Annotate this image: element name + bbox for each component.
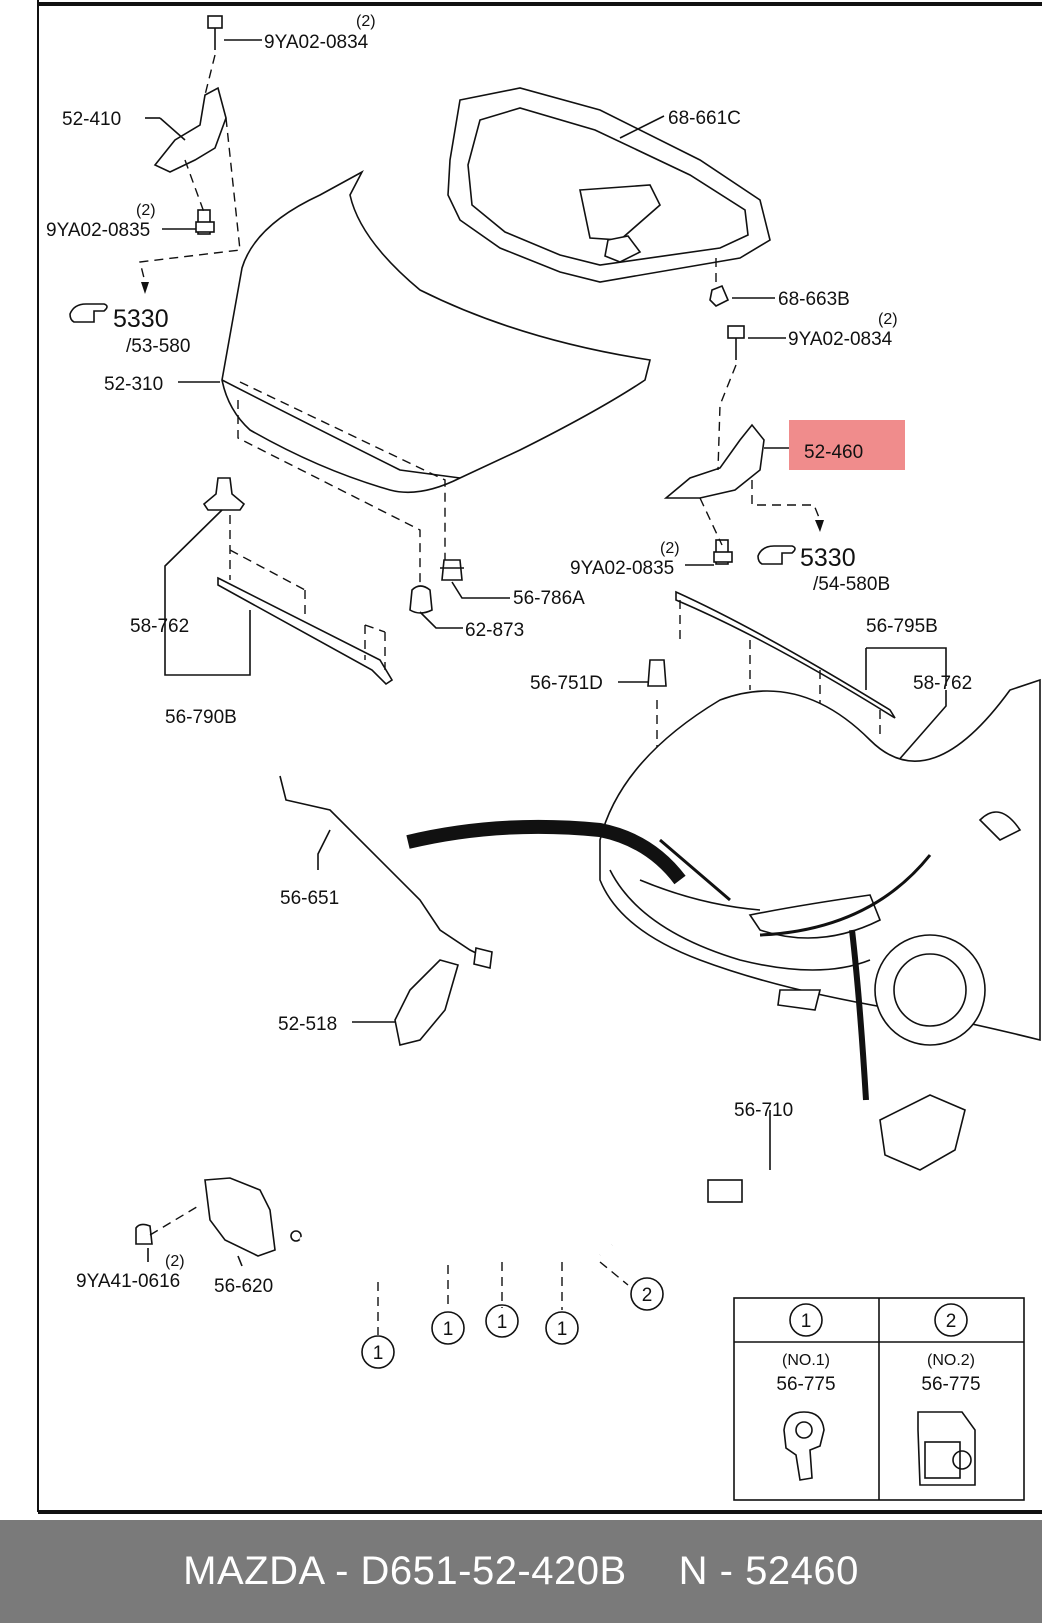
car-front xyxy=(599,678,1041,1046)
part-label-clip-left: 58-762 xyxy=(130,616,189,637)
cable-group xyxy=(290,1094,966,1335)
cable-routing-line-left xyxy=(406,819,686,885)
part-label-cable: 56-710 xyxy=(734,1100,793,1121)
footer-ref-number: N - 52460 xyxy=(678,1549,859,1593)
legend-col1-name: (NO.1) xyxy=(782,1352,830,1369)
qty-label: (2) xyxy=(136,202,156,219)
callout-circle xyxy=(789,1303,823,1337)
part-label-bolt-top: 9YA02-0834 xyxy=(264,32,369,53)
ref-label-left: 5330 xyxy=(113,305,169,333)
legend-col2-part: 56-775 xyxy=(921,1374,980,1395)
footer-bar: MAZDA - D651-52-420B N - 52460 xyxy=(0,1520,1042,1623)
part-label-bolt-latch: 9YA41-0616 xyxy=(76,1271,180,1292)
part-label-insulator: 68-661C xyxy=(668,108,741,129)
latch-group xyxy=(135,1177,276,1267)
hood-panel xyxy=(178,170,651,590)
part-label-stay-holder: 52-518 xyxy=(278,1014,337,1035)
legend-col2-number: 2 xyxy=(946,1311,957,1332)
callout-number: 1 xyxy=(443,1319,454,1340)
part-label-hinge-right: 52-460 xyxy=(804,442,863,463)
qty-label: (2) xyxy=(165,1253,185,1270)
part-label-hood: 52-310 xyxy=(104,374,163,395)
hinge-right-group xyxy=(663,325,824,566)
qty-label: (2) xyxy=(660,540,680,557)
part-label-stopper: 56-786A xyxy=(513,588,585,609)
part-label-latch: 56-620 xyxy=(214,1276,273,1297)
part-label-bolt-right-top: 9YA02-0834 xyxy=(788,329,893,350)
callout-circle xyxy=(361,1335,395,1369)
ref-sub-label-right: /54-580B xyxy=(813,574,890,595)
part-label-bumper: 56-751D xyxy=(530,673,603,694)
stopper-group xyxy=(409,559,510,629)
stay-rod-group xyxy=(279,775,493,1046)
insulator-group xyxy=(447,87,775,307)
part-label-bolt-lower-left: 9YA02-0835 xyxy=(46,220,150,241)
hinge-left-group xyxy=(69,15,262,323)
legend-table xyxy=(733,1297,1025,1501)
part-label-hinge-left: 52-410 xyxy=(62,109,121,130)
callout-circle xyxy=(545,1311,579,1345)
qty-label: (2) xyxy=(356,13,376,30)
qty-label: (2) xyxy=(878,311,898,328)
ref-label-right: 5330 xyxy=(800,544,856,572)
callout-circle xyxy=(431,1311,465,1345)
part-label-seal-right: 56-795B xyxy=(866,616,938,637)
ref-sub-label-left: /53-580 xyxy=(126,336,190,357)
callout-circle xyxy=(485,1304,519,1338)
part-label-clip-right: 58-762 xyxy=(913,673,972,694)
legend-col1-part: 56-775 xyxy=(776,1374,835,1395)
part-label-clip-insulator: 68-663B xyxy=(778,289,850,310)
legend-col2-name: (NO.2) xyxy=(927,1352,975,1369)
callout-number: 2 xyxy=(642,1285,653,1306)
cable-routing-line-mid xyxy=(659,838,932,937)
footer-part-number: MAZDA - D651-52-420B xyxy=(183,1549,627,1593)
cable-routing-line-right xyxy=(849,929,869,1101)
parts-diagram: (2) 9YA02-0834 52-410 (2) 9YA02-0835 533… xyxy=(37,0,1042,1514)
callout-circle xyxy=(630,1277,664,1311)
callout-number: 1 xyxy=(497,1312,508,1333)
legend-col1-number: 1 xyxy=(801,1311,812,1332)
part-label-stay-rod: 56-651 xyxy=(280,888,339,909)
callout-number: 1 xyxy=(373,1343,384,1364)
seal-left-group xyxy=(164,477,394,686)
part-label-bolt-right-lower: 9YA02-0835 xyxy=(570,558,674,579)
callout-number: 1 xyxy=(557,1319,568,1340)
callout-circle xyxy=(934,1303,968,1337)
highlight-box xyxy=(789,420,905,470)
part-label-seal-left: 56-790B xyxy=(165,707,237,728)
part-label-cushion: 62-873 xyxy=(465,620,524,641)
